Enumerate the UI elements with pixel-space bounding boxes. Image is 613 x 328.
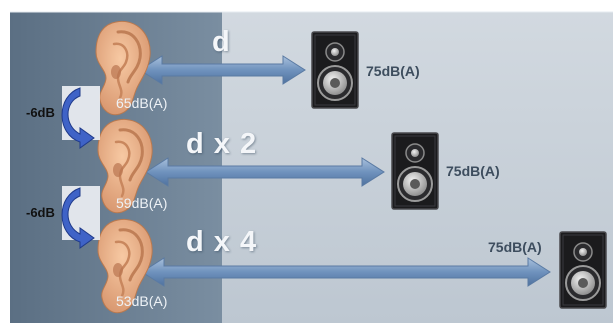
ear-level-3: 53dB(A) xyxy=(116,293,168,309)
speaker-level-1: 75dB(A) xyxy=(366,63,420,79)
speaker-icon xyxy=(391,132,439,210)
speaker-level-2: 75dB(A) xyxy=(446,163,500,179)
step-label-2: -6dB xyxy=(26,205,55,220)
ear-level-1: 65dB(A) xyxy=(116,95,168,111)
distance-label-2: d x 2 xyxy=(186,128,258,160)
step-label-1: -6dB xyxy=(26,105,55,120)
distance-arrow-3 xyxy=(141,257,551,287)
distance-arrow-1 xyxy=(139,55,306,85)
distance-label-1: d xyxy=(212,26,231,58)
distance-arrow-2 xyxy=(145,157,385,187)
distance-label-3: d x 4 xyxy=(186,226,258,258)
speaker-icon xyxy=(559,231,607,309)
ear-level-2: 59dB(A) xyxy=(116,195,168,211)
speaker-level-3: 75dB(A) xyxy=(488,239,542,255)
speaker-icon xyxy=(311,31,359,109)
